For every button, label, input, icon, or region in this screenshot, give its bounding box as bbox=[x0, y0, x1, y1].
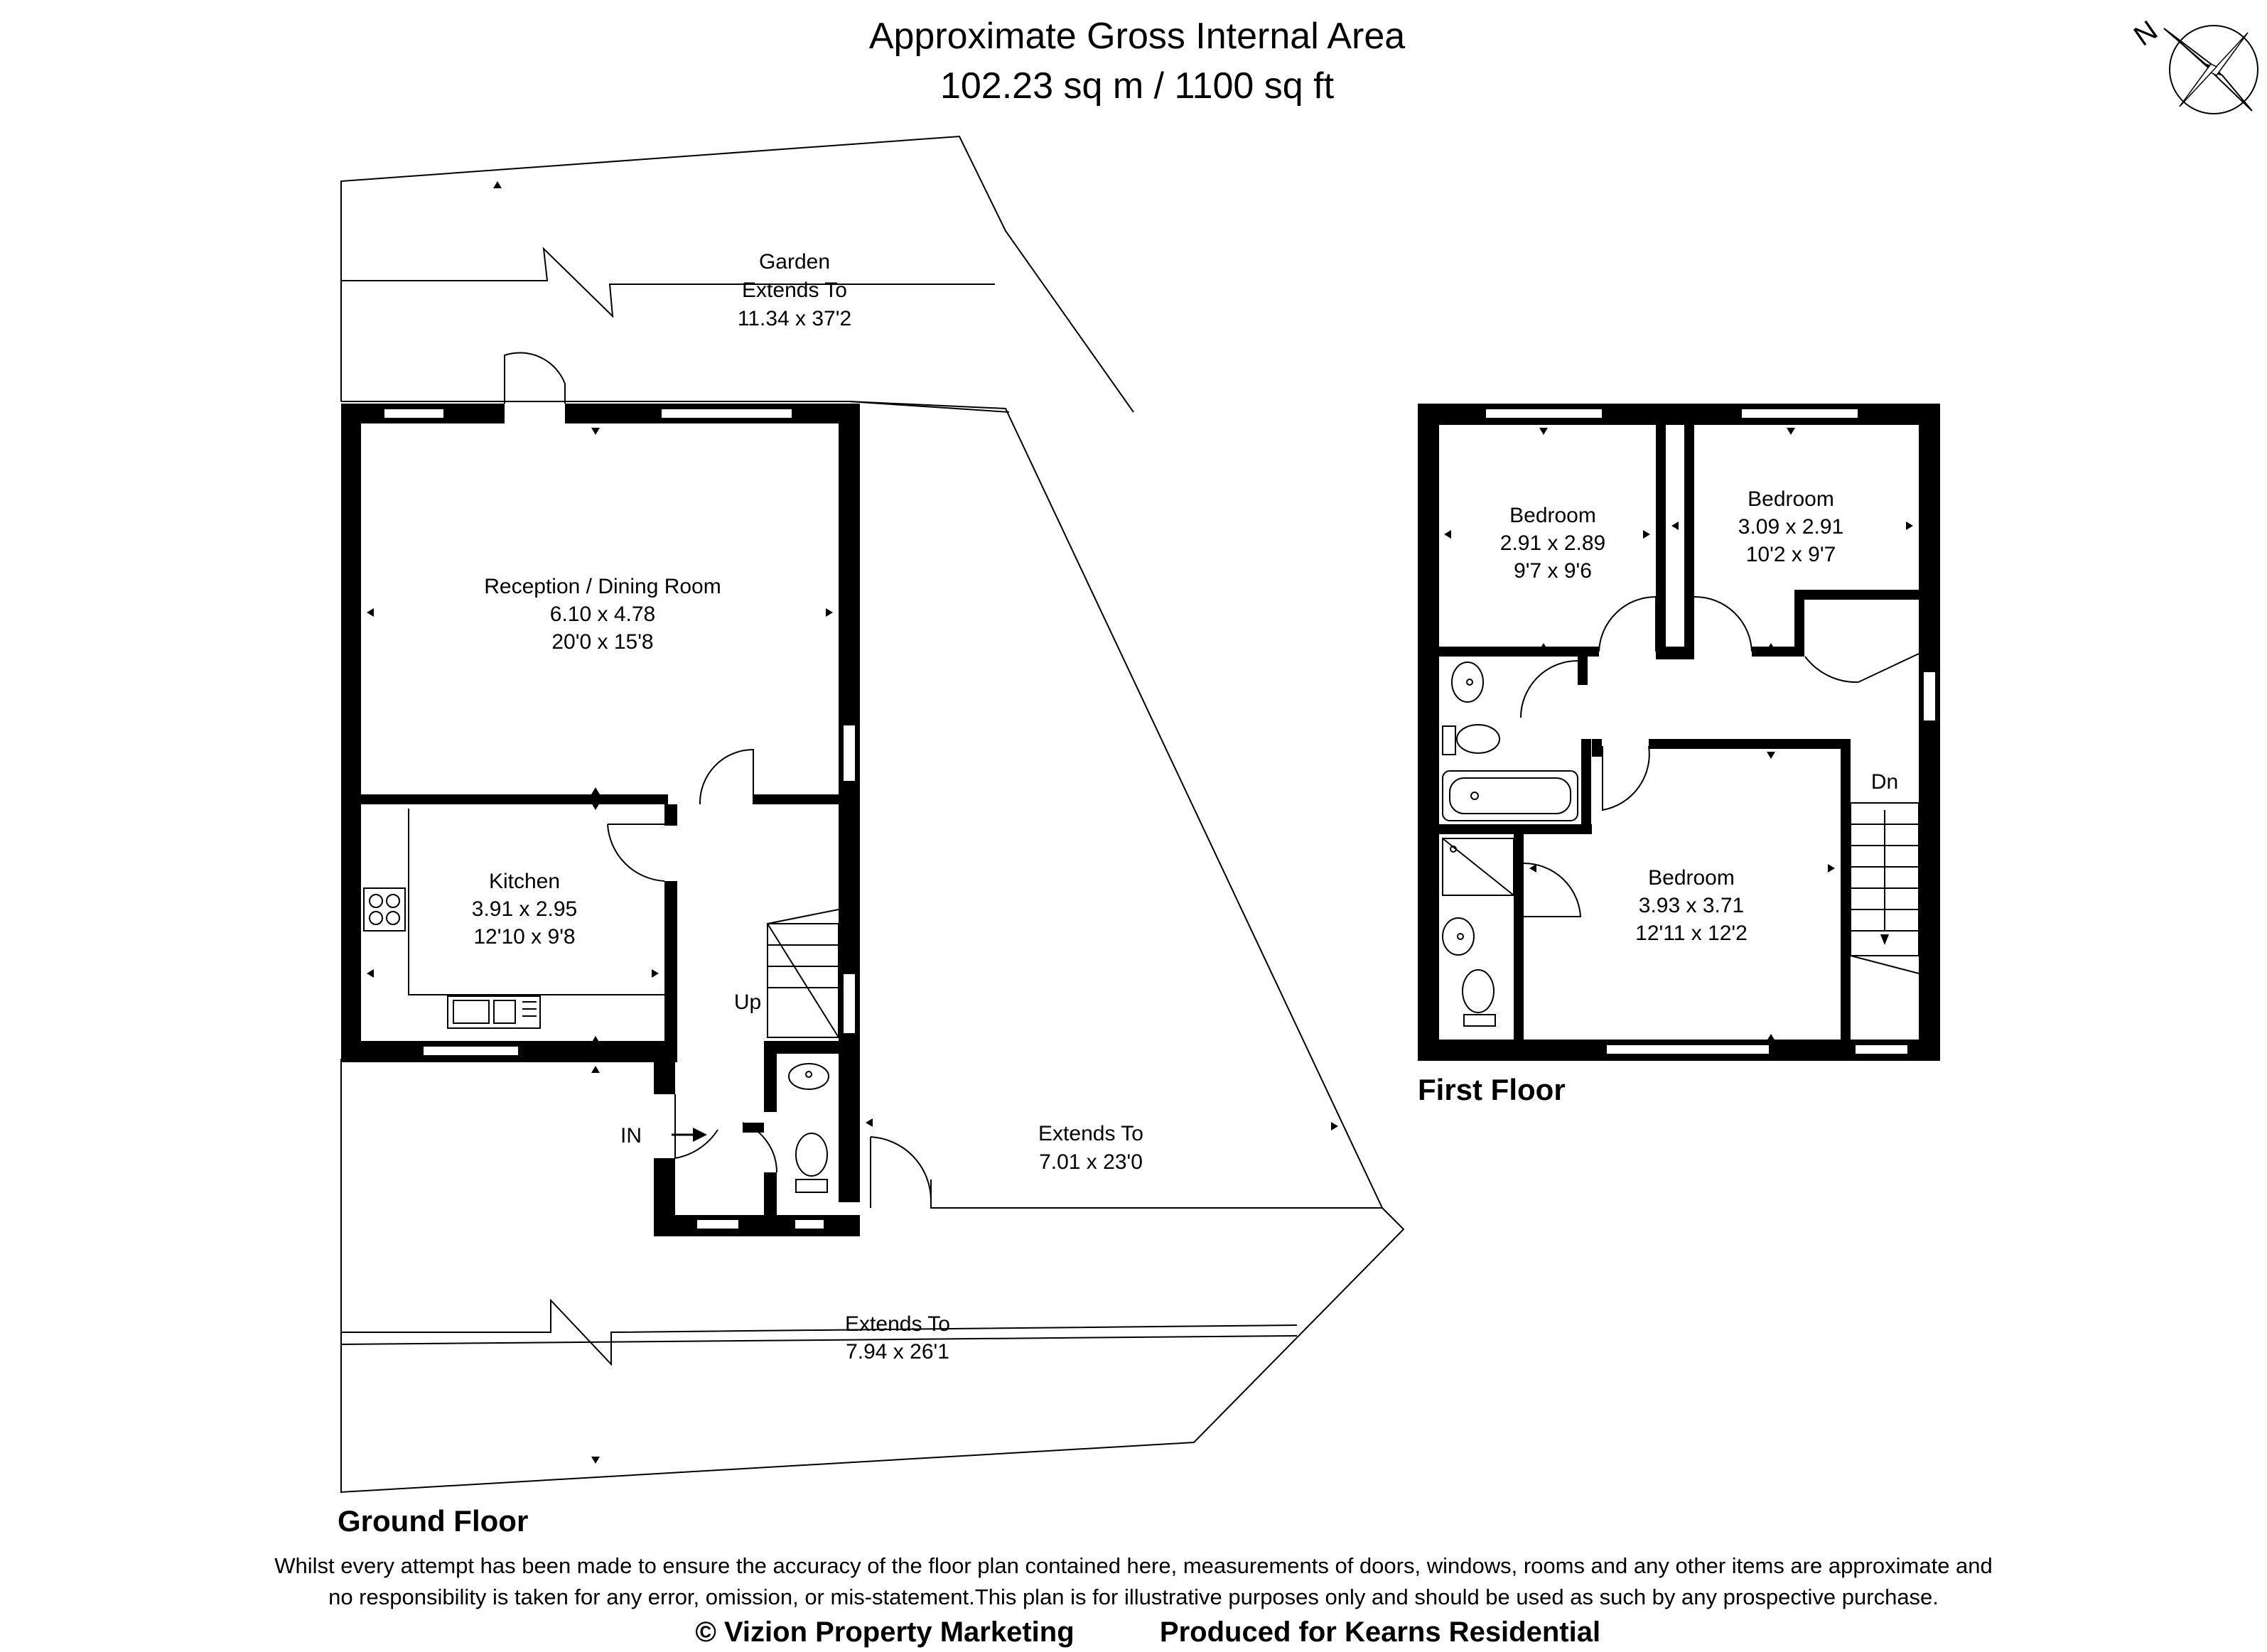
first-floor-label: First Floor bbox=[1418, 1073, 1566, 1106]
ground-floor-doors bbox=[504, 352, 932, 1208]
kitchen-name: Kitchen bbox=[489, 870, 560, 893]
garden-extends-label: Extends To bbox=[742, 279, 847, 302]
front-extent-dimensions: 7.94 x 26'1 bbox=[846, 1340, 949, 1364]
bedroom2-metric: 3.09 x 2.91 bbox=[1738, 515, 1843, 539]
garden-dimensions: 11.34 x 37'2 bbox=[738, 307, 851, 330]
ground-floor-windows bbox=[383, 408, 856, 1230]
bedroom3-name: Bedroom bbox=[1648, 866, 1735, 890]
produced-for-credit: Produced for Kearns Residential bbox=[1160, 1616, 1600, 1648]
front-plot-inner-line bbox=[340, 1335, 1298, 1345]
reception-metric: 6.10 x 4.78 bbox=[550, 603, 655, 626]
copyright-credit: © Vizion Property Marketing bbox=[695, 1616, 1074, 1648]
kitchen-imperial: 12'10 x 9'8 bbox=[473, 925, 575, 949]
first-floor-walls bbox=[1418, 404, 1940, 1061]
first-floor-dimension-arrows bbox=[1444, 428, 1913, 1041]
first-floor-doors bbox=[1520, 595, 1919, 917]
area-title: Approximate Gross Internal Area bbox=[869, 16, 1405, 57]
garden-boundary bbox=[340, 135, 1134, 413]
reception-name: Reception / Dining Room bbox=[484, 575, 721, 598]
bedroom2-imperial: 10'2 x 9'7 bbox=[1746, 543, 1836, 566]
garden-label: Garden bbox=[759, 250, 830, 274]
first-stairs-label: Dn bbox=[1871, 770, 1898, 794]
north-compass-icon bbox=[2163, 25, 2258, 114]
bedroom3-imperial: 12'11 x 12'2 bbox=[1635, 922, 1748, 945]
compass-north-label: N bbox=[2128, 15, 2163, 53]
entrance-label: IN bbox=[620, 1124, 642, 1148]
bedroom3-metric: 3.93 x 3.71 bbox=[1639, 894, 1744, 917]
side-plot-boundary bbox=[849, 401, 1384, 1209]
ground-floor-label: Ground Floor bbox=[338, 1504, 528, 1538]
garden-break-line bbox=[341, 247, 995, 318]
side-extent-label: Extends To bbox=[1038, 1122, 1143, 1145]
front-break-line bbox=[341, 1298, 1298, 1366]
reception-imperial: 20'0 x 15'8 bbox=[551, 630, 653, 654]
bedroom1-name: Bedroom bbox=[1509, 504, 1596, 527]
front-plot-boundary bbox=[340, 1059, 1405, 1494]
bedroom2-name: Bedroom bbox=[1748, 487, 1834, 511]
front-extent-label: Extends To bbox=[845, 1312, 950, 1336]
ground-floor-fixtures bbox=[363, 809, 839, 1193]
first-floor-fixtures bbox=[1442, 662, 1919, 1027]
kitchen-metric: 3.91 x 2.95 bbox=[472, 897, 577, 921]
bedroom1-imperial: 9'7 x 9'6 bbox=[1514, 559, 1592, 583]
side-extent-dimensions: 7.01 x 23'0 bbox=[1039, 1150, 1143, 1174]
disclaimer-line-2: no responsibility is taken for any error… bbox=[328, 1584, 1939, 1609]
ground-stairs-label: Up bbox=[734, 990, 761, 1014]
disclaimer-line-1: Whilst every attempt has been made to en… bbox=[274, 1553, 1993, 1578]
ground-floor-walls bbox=[341, 404, 860, 1236]
bedroom1-metric: 2.91 x 2.89 bbox=[1500, 531, 1605, 555]
ground-floor-dimension-arrows bbox=[367, 181, 1338, 1464]
area-total: 102.23 sq m / 1100 sq ft bbox=[940, 65, 1335, 107]
first-floor-windows bbox=[1485, 408, 1937, 1055]
